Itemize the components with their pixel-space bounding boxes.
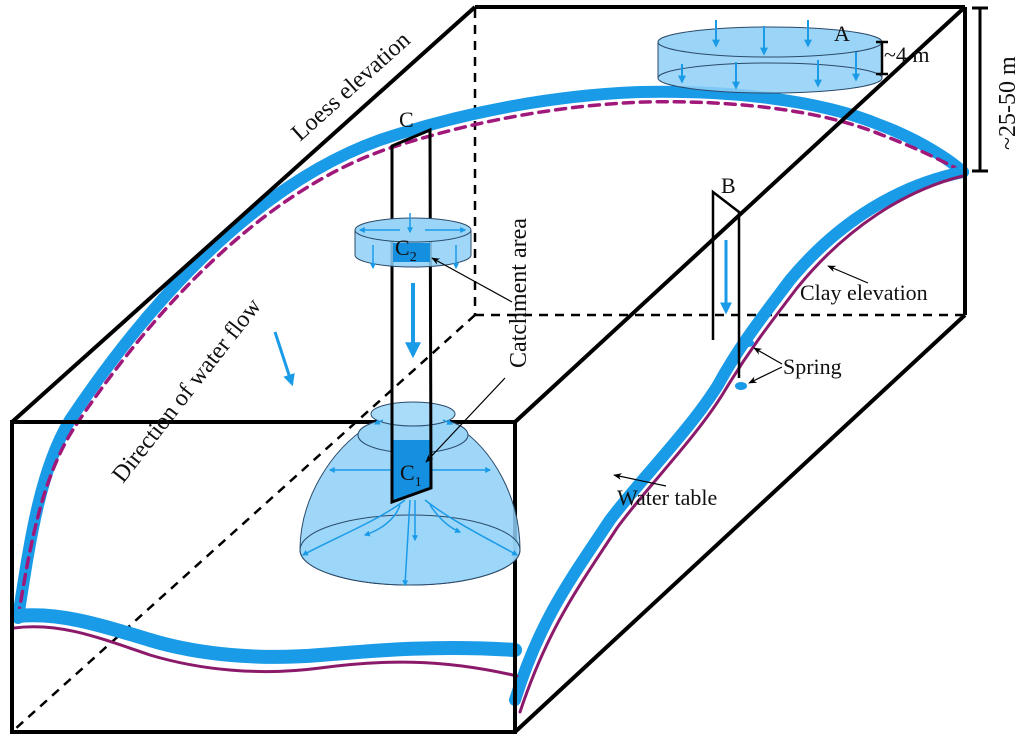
clay-line-back-dashed	[16, 100, 965, 620]
well-b-plane	[711, 189, 741, 378]
capture-zone-c1	[299, 401, 521, 587]
hidden-box-edges	[13, 9, 965, 731]
spring-label: Spring	[783, 354, 842, 379]
thickness-a-label: ~4 m	[884, 42, 930, 67]
catchment-pointer-c1	[425, 377, 506, 463]
clay-line-right	[518, 174, 965, 714]
point-c1-label: C1	[400, 460, 422, 490]
block-box-edges	[10, 5, 967, 734]
clay-elevation-label: Clay elevation	[800, 280, 928, 305]
water-table-surface	[11, 85, 969, 714]
spring-pointer-2	[748, 366, 783, 384]
water-table-pointer	[613, 473, 667, 487]
spring-pointer-1	[753, 347, 783, 365]
water-table-band-back	[12, 85, 969, 624]
water-table-band-front	[11, 608, 522, 664]
thickness-scale-bar	[972, 6, 988, 173]
clay-elevation-pointer	[827, 265, 869, 284]
clay-line-front	[12, 625, 519, 678]
water-table-label: Water table	[617, 485, 717, 510]
spring-icons	[735, 339, 754, 390]
thickness-range-label: ~25-50 m	[995, 56, 1021, 150]
water-table-band-right	[509, 166, 969, 706]
well-c-plane	[390, 127, 433, 505]
point-c-label: C	[399, 107, 414, 132]
a-thickness-bar	[876, 40, 888, 76]
point-c2-label: C2	[395, 235, 417, 265]
water-flow-arrow-icon	[273, 331, 295, 387]
box-front-face	[10, 420, 517, 734]
catchment-pointer-c2	[431, 257, 513, 303]
point-a-label: A	[834, 21, 850, 46]
point-b-label: B	[721, 173, 736, 198]
cylinder-c2	[354, 213, 472, 270]
catchment-area-label: Catchment area	[506, 218, 532, 368]
direction-of-water-flow-label: Direction of water flow	[107, 293, 267, 488]
